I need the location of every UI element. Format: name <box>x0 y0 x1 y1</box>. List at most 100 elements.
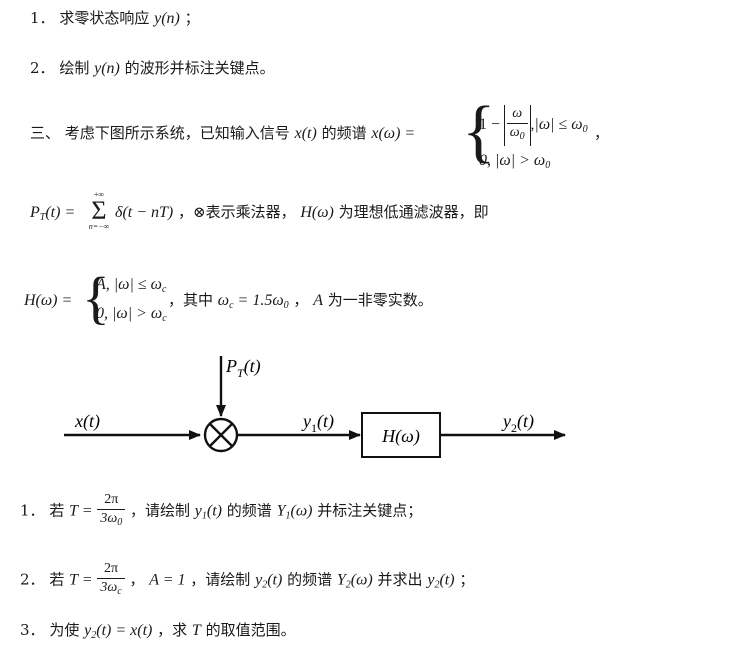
one-minus: 1 − <box>479 115 501 133</box>
den-omega: ω <box>509 125 520 140</box>
p5-wc-sub: c <box>229 300 234 311</box>
p4-text: ，⊗表示乘法器， <box>178 203 296 221</box>
s1-text2: 的频谱 <box>226 501 272 520</box>
den-sub: c <box>117 586 122 597</box>
problem-3-intro: 三、 考虑下图所示系统，已知输入信号 x(t) 的频谱 x(ω) = <box>30 123 415 144</box>
s2-Y-sub: 2 <box>345 579 351 591</box>
s1-text3: 并标注关键点； <box>317 501 423 520</box>
q2-pre: 绘制 <box>59 59 90 77</box>
subq-1: 1． 若 T = 2π 3ω0 ，请绘制 y1(t) 的频谱 Y1(ω) 并标注… <box>20 491 422 532</box>
y1-label: y1(t) <box>301 411 334 435</box>
s3-text: ，求 <box>157 621 188 639</box>
subq-2: 2． 若 T = 2π 3ωc ， A = 1 ，请绘制 y2(t) 的频谱 Y… <box>20 560 474 601</box>
den: 3ω <box>100 580 118 595</box>
p5-text2: ， <box>293 291 309 309</box>
filter-def: H(ω) = <box>24 290 72 311</box>
p3-end-punct: ， <box>594 124 610 142</box>
left-brace-2: { <box>82 265 110 330</box>
item-number: 2． <box>20 570 45 589</box>
s2-text: ， <box>129 570 145 589</box>
s1-Y: Y <box>276 502 286 520</box>
sum-top: +∞ <box>93 190 105 199</box>
question-1: 1． 求零状态响应 y(n) ； <box>30 8 200 29</box>
item-number: 1． <box>20 501 45 520</box>
s1-y-sub: 1 <box>201 510 207 522</box>
filter-box <box>361 412 441 458</box>
den-sub: 0 <box>519 131 525 142</box>
p3-x: x(t) <box>294 125 317 142</box>
s1-Y-sub: 1 <box>285 510 291 522</box>
s3-text2: 的取值范围。 <box>205 621 296 639</box>
s2-text4: 并求出 <box>377 570 423 589</box>
p5-case-2: 0, |ω| > ωc <box>96 305 167 324</box>
s1-y-arg: (t) <box>206 502 222 520</box>
q1-text: 求零状态响应 <box>59 9 150 27</box>
s1-text: ，请绘制 <box>129 501 190 520</box>
frac-num: 2π <box>97 560 125 579</box>
p5-wc: ω <box>217 292 230 309</box>
question-2: 2． 绘制 y(n) 的波形并标注关键点。 <box>30 58 275 79</box>
filter-label: H(ω) <box>381 426 420 447</box>
s2-Y: Y <box>336 571 346 589</box>
pt-label: PT(t) <box>225 356 261 380</box>
p5-text3: 为一非零实数。 <box>327 291 433 309</box>
s2-text3: 的频谱 <box>287 570 333 589</box>
s2-text5: ； <box>459 570 475 589</box>
s1-T: T = <box>69 502 93 520</box>
P-arg: (t) = <box>45 204 76 221</box>
den-sub: 0 <box>117 517 123 528</box>
P: P <box>30 204 40 221</box>
frac-num: 2π <box>97 491 126 510</box>
s2-y-arg: (t) <box>267 571 283 589</box>
s3-T: T <box>191 622 201 639</box>
q2-text: 的波形并标注关键点。 <box>124 59 275 77</box>
s2-T: T = <box>69 571 93 589</box>
den: 3ω <box>100 511 118 526</box>
s3-y: y <box>84 622 92 639</box>
p5-case1-sub: c <box>161 284 167 295</box>
s2-y2-arg: (t) <box>439 571 455 589</box>
item-number: 2． <box>30 59 55 77</box>
input-label: x(t) <box>74 411 100 432</box>
s1-fraction: 2π 3ω0 <box>97 491 126 532</box>
p3-X: x(ω) = <box>371 125 416 142</box>
problem-3-pt-rest: δ(t − nT) ，⊗表示乘法器， H(ω) 为理想低通滤波器，即 <box>115 202 489 223</box>
case1-cond: |ω| ≤ ω <box>534 115 583 133</box>
p3-case-2: 0, |ω| > ω0 <box>479 152 550 171</box>
comma: , <box>530 116 535 133</box>
p5-A: A <box>313 292 323 309</box>
q2-expr: y(n) <box>94 60 120 77</box>
p3-text: 考虑下图所示系统，已知输入信号 <box>64 124 290 142</box>
p5-case1: A, |ω| ≤ ω <box>96 276 162 293</box>
frac-den: 3ωc <box>97 579 124 601</box>
q1-tail: ； <box>184 9 200 27</box>
s2-y2-sub: 2 <box>434 579 440 591</box>
p3-end: ， <box>594 123 609 143</box>
fraction: ω ω0 <box>506 105 528 146</box>
left-brace: { <box>462 93 496 170</box>
s2-y-sub: 2 <box>262 579 268 591</box>
p5-wc-val: = 1.5ω <box>233 292 284 309</box>
case1-sub: 0 <box>582 123 588 135</box>
p4-text2: 为理想低通滤波器，即 <box>338 203 489 221</box>
s1-Y-arg: (ω) <box>290 502 313 520</box>
subq-3: 3． 为使 y2(t) = x(t) ，求 T 的取值范围。 <box>20 620 296 646</box>
s2-y2: y <box>427 571 435 589</box>
s3-eq: (t) = x(t) <box>96 622 153 639</box>
s2-pre: 若 <box>49 570 65 589</box>
p5-case2-sub: c <box>162 313 167 324</box>
P-sub: T <box>39 212 46 223</box>
frac-num: ω <box>506 105 528 124</box>
p5-wc-val-sub: 0 <box>283 300 289 311</box>
sum-body: δ(t − nT) <box>115 204 174 221</box>
item-number: 1． <box>30 9 55 27</box>
p5-case2: 0, |ω| > ω <box>96 305 163 322</box>
case2-sub: 0 <box>545 160 551 171</box>
frac-den: ω0 <box>507 124 528 146</box>
s1-pre: 若 <box>49 501 65 520</box>
s1-y: y <box>194 502 202 520</box>
s2-y: y <box>255 571 263 589</box>
q1-expr: y(n) <box>154 10 180 27</box>
sigma-icon: Σ <box>91 196 107 225</box>
sum-bot: n=−∞ <box>88 222 110 231</box>
